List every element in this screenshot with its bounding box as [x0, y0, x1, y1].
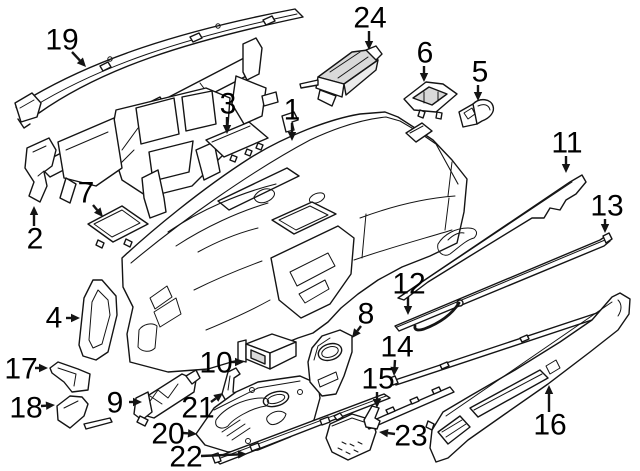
callout-arrow-7 [92, 204, 99, 211]
callout-arrowhead-23 [379, 428, 389, 438]
part-number-label-10: 10 [199, 347, 232, 380]
callout-arrowhead-15 [372, 399, 382, 408]
callout-arrowhead-11 [561, 164, 571, 173]
callout-arrowhead-22 [237, 450, 247, 459]
part-number-label-20: 20 [151, 418, 184, 451]
callout-arrowhead-10 [235, 357, 244, 367]
callout-arrowhead-9 [133, 397, 142, 407]
part-number-label-23: 23 [394, 420, 427, 453]
callout-arrowhead-14 [390, 366, 399, 376]
part-number-label-2: 2 [27, 223, 44, 256]
part-number-label-19: 19 [45, 24, 78, 57]
part-number-label-24: 24 [353, 2, 386, 35]
part-24-drawing [300, 46, 382, 106]
callout-arrowhead-7 [94, 207, 103, 217]
part-number-label-21: 21 [181, 392, 214, 425]
part-number-label-18: 18 [9, 392, 42, 425]
callout-arrowhead-13 [600, 224, 610, 233]
part-number-label-6: 6 [417, 37, 434, 70]
part-12-13-drawing [395, 233, 612, 331]
callout-arrow-21 [210, 397, 217, 403]
part-number-label-13: 13 [590, 190, 623, 223]
part-15-drawing [364, 387, 454, 429]
part-number-label-22: 22 [169, 441, 202, 471]
part-10-drawing [238, 334, 296, 369]
part-9-drawing [134, 370, 200, 426]
part-22-drawing [212, 394, 390, 464]
carrier-beam-drawing [38, 38, 298, 218]
part-5-drawing [459, 100, 493, 127]
part-number-label-11: 11 [551, 127, 582, 160]
callout-arrowhead-12 [403, 306, 413, 315]
part-23-drawing [326, 413, 376, 460]
part-number-label-12: 12 [392, 268, 425, 301]
part-number-label-1: 1 [284, 94, 301, 127]
part-number-label-15: 15 [361, 363, 394, 396]
callout-arrowhead-21 [213, 393, 223, 402]
part-number-label-7: 7 [78, 177, 95, 210]
part-number-label-4: 4 [46, 302, 63, 335]
part-number-label-3: 3 [220, 88, 237, 121]
part-8-drawing [308, 330, 352, 396]
part-number-label-9: 9 [107, 387, 124, 420]
part-3-drawing [206, 122, 268, 162]
part-2-drawing [25, 138, 56, 202]
callout-arrowhead-17 [39, 363, 48, 373]
callout-arrow-19 [71, 51, 81, 62]
part-6-drawing [404, 82, 457, 119]
part-17-drawing [50, 362, 90, 392]
part-number-label-16: 16 [533, 409, 566, 442]
callout-arrowhead-6 [419, 73, 429, 82]
callout-arrowhead-2 [29, 206, 39, 215]
part-1-drawing [122, 112, 467, 372]
part-number-label-14: 14 [380, 331, 413, 364]
callout-arrowhead-16 [544, 385, 554, 394]
callout-arrowhead-8 [352, 328, 361, 338]
callout-arrowhead-18 [45, 401, 55, 410]
part-number-label-8: 8 [358, 298, 375, 331]
part-4-drawing [79, 280, 117, 360]
callout-arrowhead-5 [473, 92, 483, 101]
callout-arrow-23 [387, 431, 396, 436]
callout-arrow-8 [356, 325, 362, 332]
part-18-drawing [57, 396, 112, 429]
part-19-drawing [15, 9, 303, 128]
callout-arrowhead-19 [76, 57, 86, 67]
part-number-label-17: 17 [4, 353, 37, 386]
callout-arrowhead-24 [364, 41, 374, 50]
part-7-drawing [88, 206, 148, 248]
part-11-drawing [398, 175, 586, 300]
callout-arrow-22 [200, 453, 239, 458]
callout-arrowhead-3 [222, 125, 232, 134]
part-number-label-5: 5 [472, 56, 489, 89]
part-16-drawing [426, 293, 630, 462]
callout-arrowhead-20 [187, 429, 197, 438]
callout-arrowhead-1 [287, 132, 297, 141]
callout-arrowhead-4 [71, 313, 80, 323]
